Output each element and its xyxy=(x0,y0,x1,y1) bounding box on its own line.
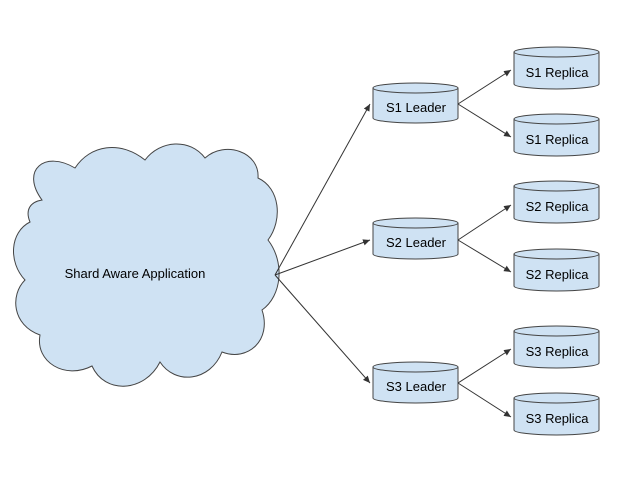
edge-s1-leader-to-replica-1 xyxy=(457,69,512,105)
leader-replica-edges xyxy=(457,69,512,418)
edge-s3-leader-to-replica-2 xyxy=(457,382,512,418)
edge-s3-leader-to-replica-1 xyxy=(457,348,512,384)
edge-app-to-s3-leader xyxy=(274,274,371,384)
edge-app-to-s1-leader xyxy=(274,103,371,276)
s1-leader-cylinder-icon xyxy=(372,82,459,124)
s3-replica-2-cylinder-icon xyxy=(513,392,600,436)
s3-leader-cylinder-icon xyxy=(372,361,459,404)
edge-s2-leader-to-replica-1 xyxy=(457,204,512,241)
app-leader-edges xyxy=(274,103,371,384)
s2-replica-1-cylinder-icon xyxy=(513,180,600,224)
s1-replica-2-cylinder-icon xyxy=(513,113,600,157)
application-cloud xyxy=(13,143,280,387)
s2-replica-2-cylinder-icon xyxy=(513,248,600,292)
s1-replica-1-cylinder-icon xyxy=(513,46,600,90)
edge-s2-leader-to-replica-2 xyxy=(457,239,512,273)
edge-s1-leader-to-replica-2 xyxy=(457,103,512,138)
cloud-shape xyxy=(13,143,280,387)
s3-replica-1-cylinder-icon xyxy=(513,325,600,369)
s2-leader-cylinder-icon xyxy=(372,217,459,260)
database-nodes xyxy=(372,46,600,436)
edge-app-to-s2-leader xyxy=(274,239,371,276)
